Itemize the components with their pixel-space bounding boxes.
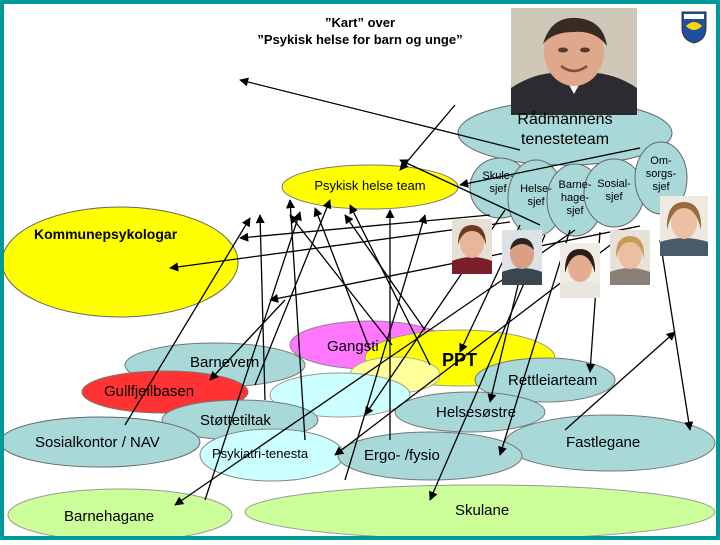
arrow — [313, 207, 371, 351]
arrow — [564, 331, 676, 431]
skulesjef-photo — [452, 219, 492, 274]
helsesjef-photo — [502, 230, 542, 285]
rettleiarteam-ellipse — [474, 357, 616, 403]
municipal-crest-icon — [680, 10, 708, 44]
psykisk-helse-team-label: Psykisk helse team — [314, 178, 426, 193]
arrow — [204, 211, 302, 501]
stottetiltak-label: Støttetiltak — [200, 412, 271, 429]
arrow — [344, 214, 427, 481]
arrow — [255, 214, 266, 401]
radmannen-label: Rådmannens tenesteteam — [517, 111, 613, 148]
kommunepsykologar-label: Kommunepsykologar — [34, 226, 178, 242]
ergo-ellipse — [337, 431, 523, 481]
arrow — [344, 214, 426, 331]
skulesjef-label: Skule- sjef — [482, 170, 514, 195]
psykiatri-label: Psykiatri-tenesta — [212, 446, 309, 461]
fastlegane-label: Fastlegane — [566, 434, 641, 451]
title-line-2: ”Psykisk helse for barn og unge” — [257, 32, 463, 47]
sosialkontor-ellipse — [0, 416, 201, 468]
centre-cyan-ellipse — [269, 372, 411, 418]
arrow — [399, 104, 456, 171]
arrow — [239, 77, 521, 151]
sosialsjef-photo — [610, 230, 650, 285]
barnehagesjef-photo — [560, 243, 600, 298]
barnehagesjef-label: Barne- hage- sjef — [558, 179, 592, 217]
arrow — [659, 239, 694, 431]
title-line-1: ”Kart” over — [324, 15, 396, 30]
gullfjellbasen-label: Gullfjellbasen — [104, 383, 195, 400]
ppt-label: PPT — [442, 350, 478, 370]
gangsti-label: Gangsti — [327, 338, 379, 355]
arrow — [239, 214, 491, 242]
arrow — [399, 159, 541, 226]
arrow — [254, 199, 332, 386]
omsorgssjef-photo — [660, 196, 708, 256]
barnehagane-label: Barnehagane — [64, 508, 155, 525]
skulane-label: Skulane — [455, 502, 510, 519]
helsesostre-ellipse — [394, 391, 546, 433]
arrow — [459, 147, 641, 188]
sosialkontor-label: Sosialkontor / NAV — [35, 434, 160, 451]
arrow — [209, 299, 286, 381]
rettleiarteam-label: Rettleiarteam — [508, 372, 598, 389]
ergo-label: Ergo- /fysio — [364, 447, 440, 464]
arrow — [498, 229, 571, 456]
sosialsjef-label: Sosial- sjef — [597, 178, 631, 203]
radmann-photo — [511, 8, 637, 115]
kommunepsykologar-ellipse — [1, 206, 239, 318]
barnevern-label: Barnevern — [190, 354, 260, 371]
helsesostre-label: Helsesøstre — [436, 404, 517, 421]
arrow — [124, 217, 251, 426]
omsorgssjef-label: Om- sorgs- sjef — [645, 155, 677, 193]
arrow — [285, 199, 306, 441]
arrow — [289, 214, 393, 346]
page-title: ”Kart” over ”Psykisk helse for barn og u… — [200, 14, 520, 48]
helsesjef-label: Helse- sjef — [520, 183, 552, 208]
